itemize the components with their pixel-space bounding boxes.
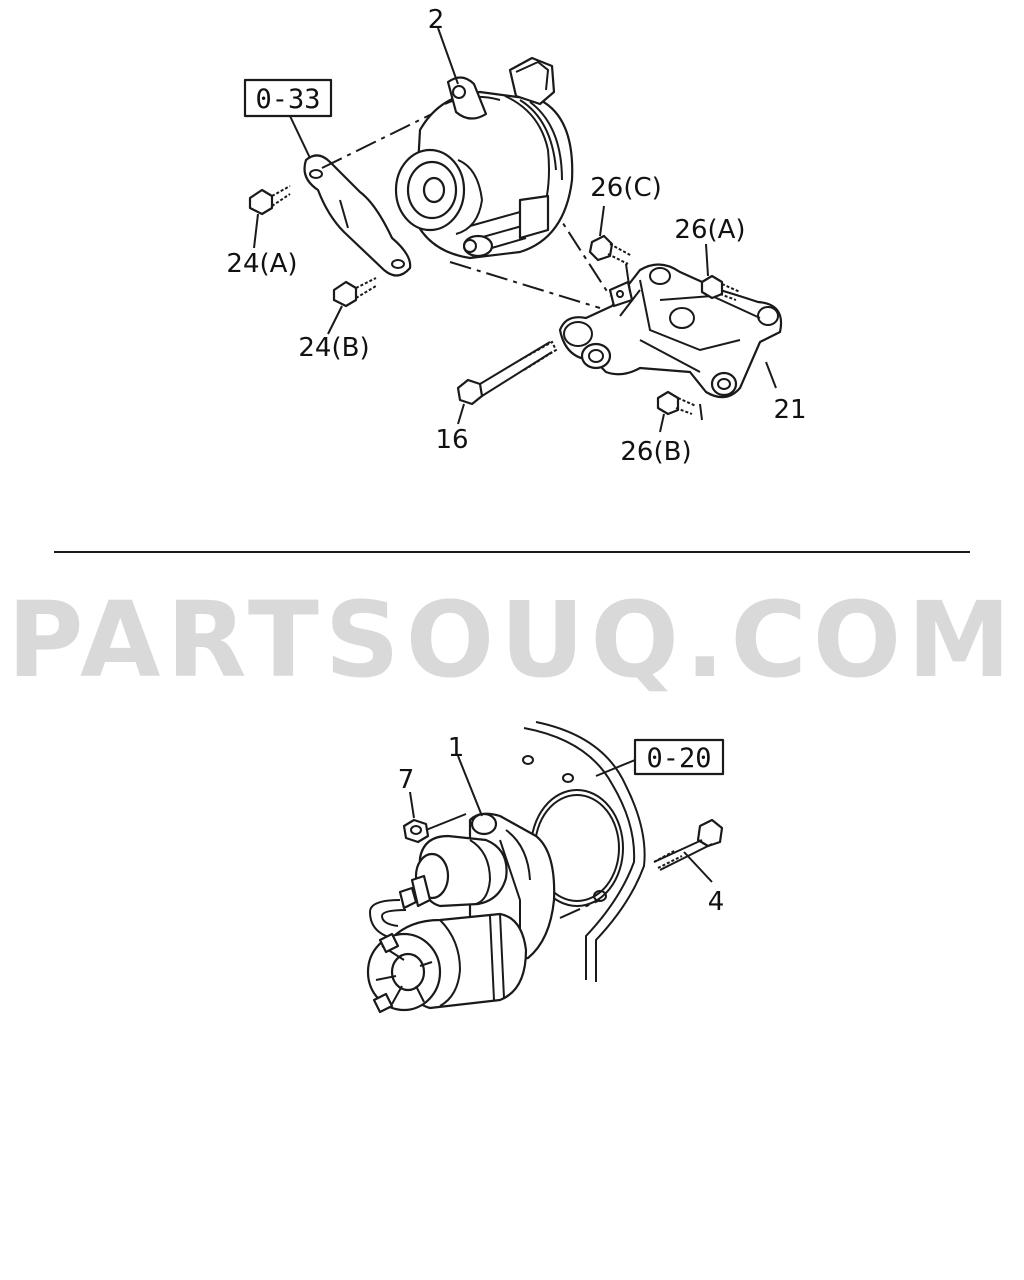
callout-21: 21	[773, 395, 806, 425]
callout-16: 16	[435, 425, 468, 455]
bolt-26a	[700, 274, 741, 301]
watermark: PARTSOUQ.COM	[7, 579, 1016, 701]
leader-21	[765, 361, 777, 389]
leader-24b	[327, 305, 343, 335]
callout-26a: 26(A)	[674, 215, 745, 245]
callout-4: 4	[708, 887, 725, 917]
bolt-4	[653, 818, 724, 871]
reference-box-0-20[interactable]: 0-20	[633, 738, 725, 776]
adjusting-plate	[303, 154, 412, 277]
assembly-line-starter-housing	[559, 899, 601, 919]
assembly-line-alternator-bracket	[449, 261, 601, 309]
leader-26b	[659, 413, 665, 433]
leader-2	[437, 27, 459, 85]
bolt-26c	[588, 234, 633, 265]
lower-assembly: 0-20	[366, 721, 725, 1014]
reference-box-0-33[interactable]: 0-33	[243, 78, 333, 118]
reference-label-0-20: 0-20	[646, 743, 711, 774]
leader-1	[457, 755, 483, 817]
callout-24b: 24(B)	[298, 333, 369, 363]
callout-7: 7	[398, 765, 415, 795]
leader-4	[683, 851, 713, 883]
bolt-16	[456, 340, 558, 406]
reference-label-0-33: 0-33	[255, 84, 320, 115]
leader-7	[409, 791, 415, 819]
leader-24a	[253, 213, 259, 249]
flywheel-housing-plate	[522, 721, 646, 982]
nut-7	[402, 818, 430, 844]
leader-16	[457, 403, 465, 425]
leader-26a	[705, 243, 709, 277]
bracket	[558, 263, 783, 399]
reference-leader-0-20	[595, 759, 636, 777]
starter-motor	[366, 812, 556, 1014]
reference-leader-0-33	[289, 115, 311, 159]
bolt-24b	[332, 277, 377, 308]
callout-26b: 26(B)	[620, 437, 691, 467]
callout-24a: 24(A)	[226, 249, 297, 279]
callout-26c: 26(C)	[590, 173, 662, 203]
assembly-line-plate-alternator	[321, 109, 441, 169]
bolt-26b	[656, 390, 697, 416]
callout-1: 1	[448, 733, 465, 763]
nut-7-assembly-line	[425, 813, 467, 831]
bolt-24a	[248, 185, 291, 216]
callout-2: 2	[428, 5, 445, 35]
upper-assembly: 0-33	[226, 5, 806, 467]
leader-26c	[599, 205, 605, 237]
alternator	[394, 56, 574, 260]
